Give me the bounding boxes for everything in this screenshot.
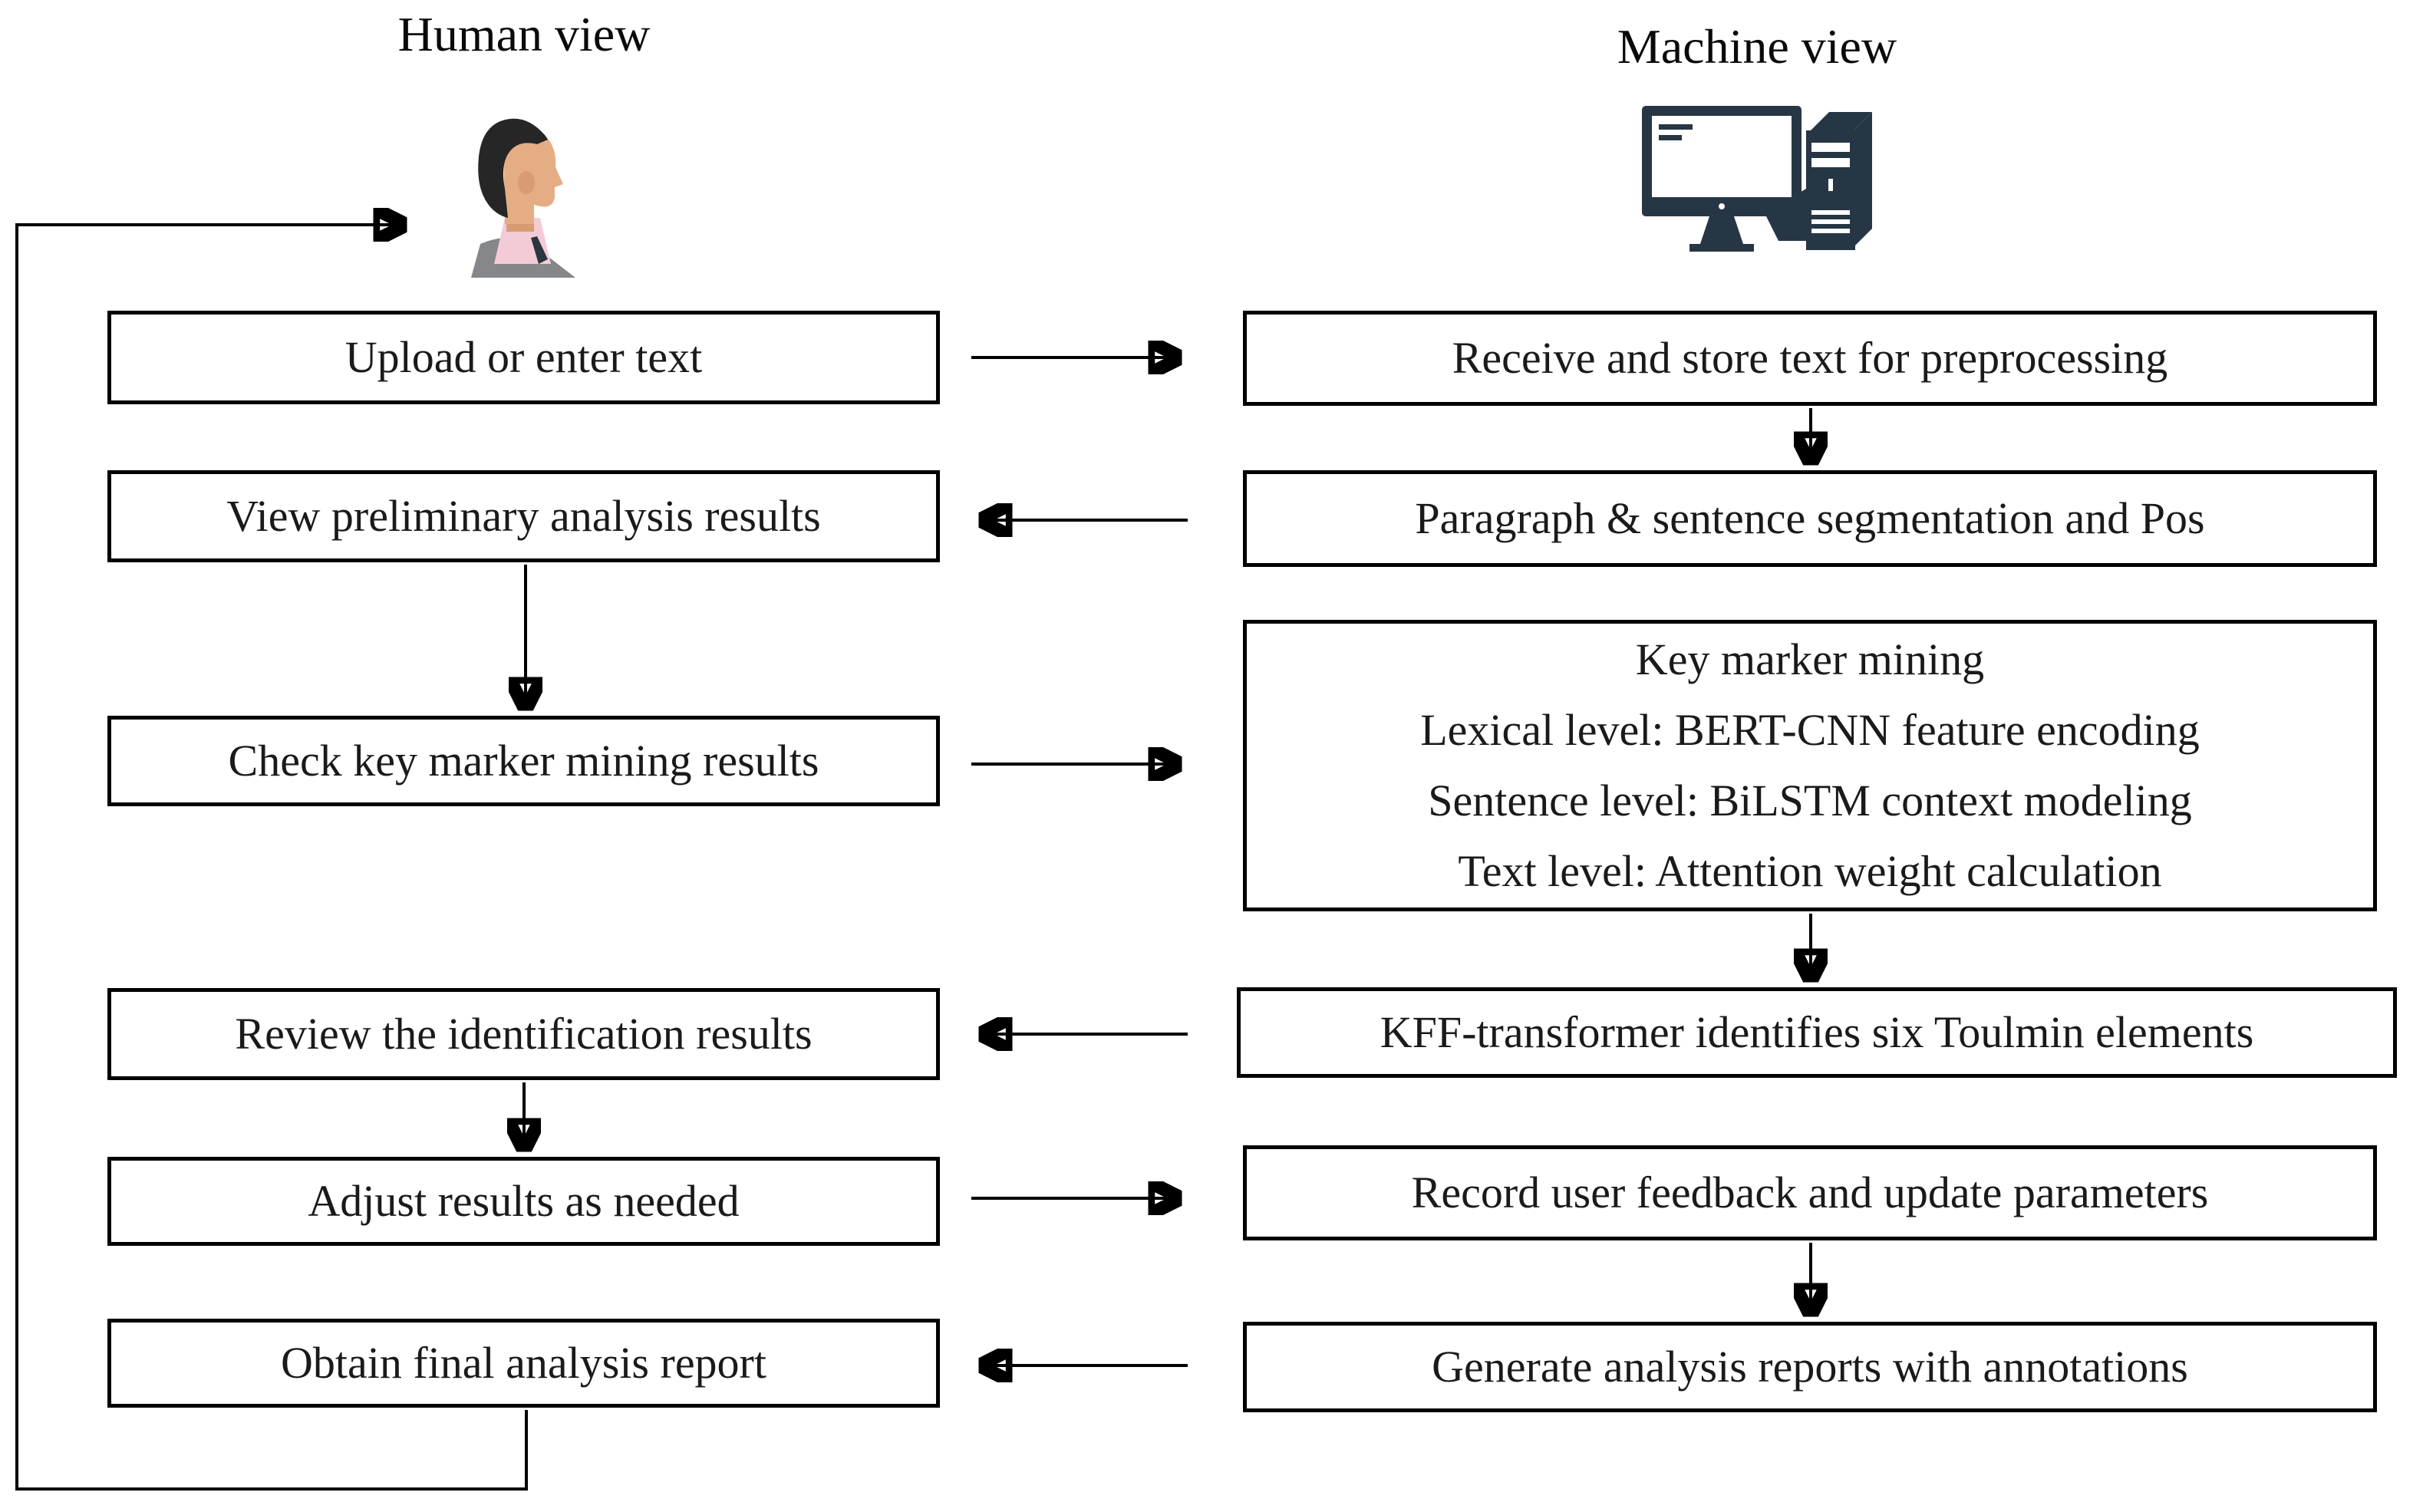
human-column-title: Human view — [397, 7, 651, 61]
tower-vent-3 — [1811, 229, 1850, 233]
machine-step-receive-label: Receive and store text for preprocessing — [1452, 333, 2168, 383]
machine-step-key-marker-mining-box: Key marker mining Lexical level: BERT-CN… — [1243, 620, 2377, 911]
human-step-check-markers-box: Check key marker mining results — [107, 716, 940, 806]
tower-power-button — [1828, 179, 1833, 191]
person-head-icon — [454, 109, 596, 278]
desktop-computer-icon — [1642, 106, 1880, 255]
key-marker-text-level: Text level: Attention weight calculation — [1458, 846, 2162, 896]
tower-drive-slot-2 — [1811, 158, 1850, 167]
key-marker-sentence-level: Sentence level: BiLSTM context modeling — [1428, 776, 2192, 825]
face-shape — [503, 124, 563, 224]
monitor-base-shape — [1689, 244, 1754, 252]
key-marker-lexical-level: Lexical level: BERT-CNN feature encoding — [1420, 705, 2200, 755]
human-step-check-markers-label: Check key marker mining results — [228, 736, 819, 786]
person-head-icon-svg — [471, 118, 575, 278]
desktop-computer-icon-svg — [1642, 106, 1872, 252]
monitor-stand-shape — [1700, 216, 1743, 244]
machine-step-segmentation-box: Paragraph & sentence segmentation and Po… — [1243, 470, 2377, 567]
hair-shape — [478, 118, 548, 218]
tower-vent-1 — [1811, 210, 1850, 215]
machine-step-generate-reports-box: Generate analysis reports with annotatio… — [1243, 1322, 2377, 1412]
tower-side-shape — [1852, 112, 1872, 249]
human-step-view-results-box: View preliminary analysis results — [107, 470, 940, 562]
machine-column-title: Machine view — [1617, 19, 1897, 74]
tower-vent-2 — [1811, 219, 1850, 224]
machine-step-record-feedback-box: Record user feedback and update paramete… — [1243, 1145, 2377, 1240]
machine-step-kff-transformer-label: KFF-transformer identifies six Toulmin e… — [1380, 1007, 2254, 1057]
human-step-view-results-label: View preliminary analysis results — [226, 491, 821, 541]
screen-text-line-1 — [1659, 124, 1693, 130]
human-step-obtain-report-box: Obtain final analysis report — [107, 1319, 940, 1408]
human-step-obtain-report-label: Obtain final analysis report — [281, 1338, 766, 1388]
machine-step-segmentation-label: Paragraph & sentence segmentation and Po… — [1415, 493, 2205, 543]
human-step-review-label: Review the identification results — [235, 1009, 813, 1059]
machine-step-generate-reports-label: Generate analysis reports with annotatio… — [1432, 1342, 2188, 1392]
human-step-adjust-label: Adjust results as needed — [308, 1176, 740, 1226]
monitor-power-led — [1719, 203, 1725, 209]
machine-step-kff-transformer-box: KFF-transformer identifies six Toulmin e… — [1237, 987, 2397, 1078]
arrow-feedback-loop-to-human — [15, 225, 528, 1491]
tower-top-shape — [1809, 112, 1872, 132]
machine-step-receive-box: Receive and store text for preprocessing — [1243, 311, 2377, 406]
ear-shape — [518, 171, 535, 194]
tower-drive-slot-1 — [1811, 143, 1850, 152]
machine-step-record-feedback-label: Record user feedback and update paramete… — [1411, 1168, 2209, 1217]
screen-text-line-2 — [1659, 135, 1682, 140]
human-step-upload-label: Upload or enter text — [344, 332, 703, 382]
key-marker-mining-title: Key marker mining — [1635, 634, 1985, 684]
human-step-adjust-box: Adjust results as needed — [107, 1157, 940, 1246]
tie-shape — [531, 236, 548, 264]
human-step-review-box: Review the identification results — [107, 988, 940, 1080]
human-step-upload-box: Upload or enter text — [107, 311, 940, 404]
